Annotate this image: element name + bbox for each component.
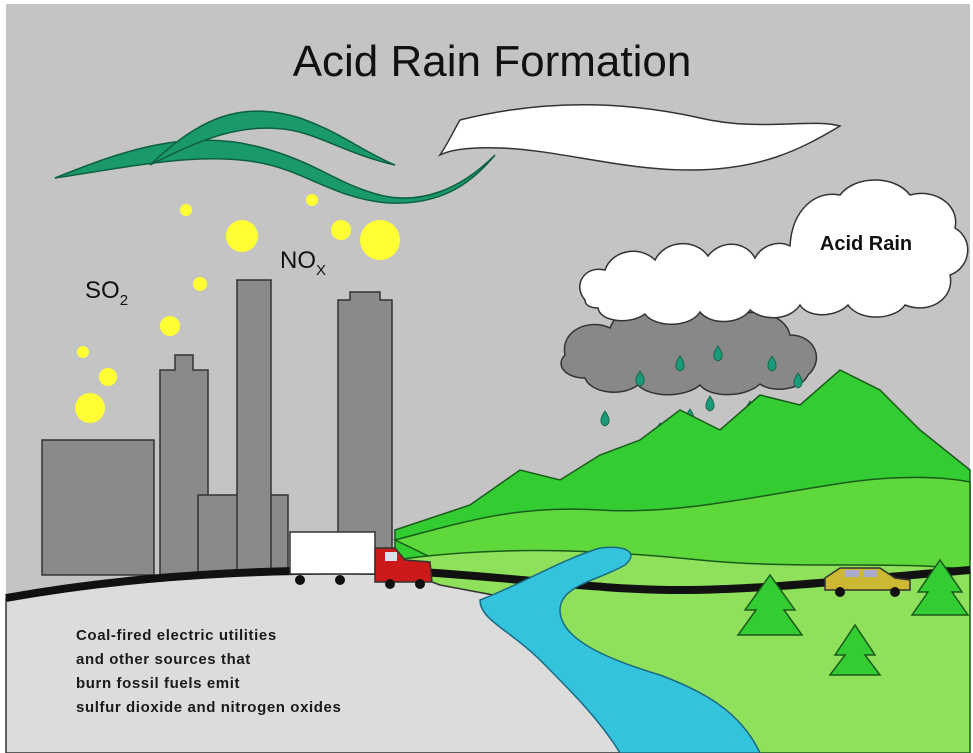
pollutant-particle <box>360 220 400 260</box>
building <box>337 291 393 576</box>
pine-tree-icon <box>736 573 804 636</box>
smokestack <box>236 279 272 576</box>
pine-trees <box>736 558 970 676</box>
pollutant-particle <box>331 220 351 240</box>
pine-tree-icon <box>828 623 882 676</box>
white-acid-rain-cloud <box>579 179 969 325</box>
pollutant-particle <box>75 393 105 423</box>
building <box>41 439 155 576</box>
caption: Coal-fired electric utilities and other … <box>76 627 341 716</box>
river <box>479 546 761 753</box>
power-plant-buildings <box>41 279 393 576</box>
rain-drop-icon <box>713 345 723 362</box>
rain-drop-icon <box>705 395 715 412</box>
rain-drop-icon <box>793 372 803 389</box>
caption-line: Coal-fired electric utilities <box>76 627 277 644</box>
pollutant-particle <box>77 346 89 358</box>
pollutant-particle <box>306 194 318 206</box>
caption-line: burn fossil fuels emit <box>76 675 240 692</box>
caption-line: sulfur dioxide and nitrogen oxides <box>76 699 341 716</box>
pollutant-particle <box>226 220 258 252</box>
rain-drop-icon <box>675 355 685 372</box>
caption-line: and other sources that <box>76 651 251 668</box>
nox-label: NOX <box>280 247 326 279</box>
truck-icon <box>289 531 433 589</box>
rain-drop-icon <box>635 370 645 387</box>
so2-label: SO2 <box>85 277 128 309</box>
atmospheric-ribbon <box>54 104 842 204</box>
pollutant-particles <box>75 194 400 423</box>
acid-rain-label: Acid Rain <box>820 233 912 255</box>
rain-drop-icon <box>767 355 777 372</box>
white-ribbon-band <box>437 104 842 171</box>
rain-drop-icon <box>600 410 610 427</box>
pollutant-particle <box>193 277 207 291</box>
diagram-title: Acid Rain Formation <box>293 37 692 86</box>
pollutant-particle <box>99 368 117 386</box>
pine-tree-icon <box>910 558 970 616</box>
car-icon <box>824 567 911 597</box>
green-ribbon-twist <box>149 110 396 166</box>
pollutant-particle <box>160 316 180 336</box>
pollutant-particle <box>180 204 192 216</box>
